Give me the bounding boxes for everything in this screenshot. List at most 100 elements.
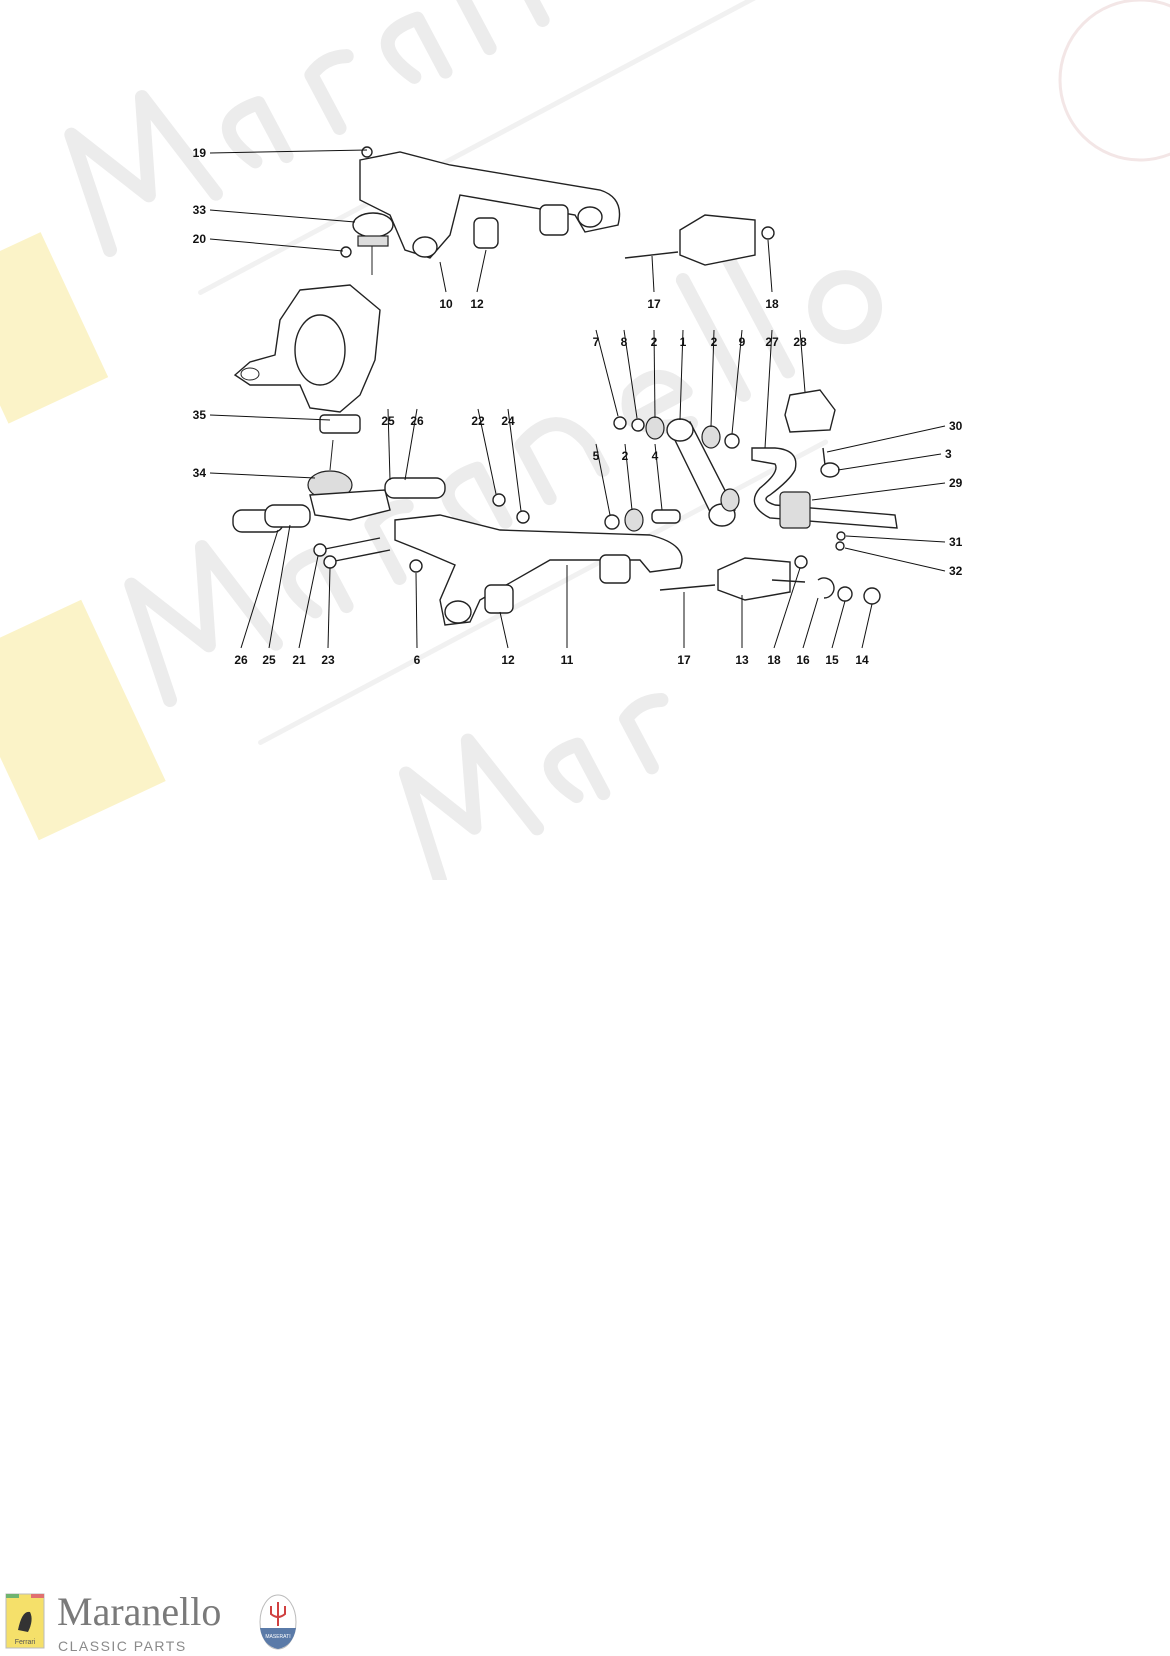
callout-number: 8: [621, 335, 628, 349]
watermark-brand-graphic: [64, 0, 823, 295]
nut-22: [492, 493, 506, 507]
leader-line: [802, 597, 819, 649]
leader-line: [653, 329, 656, 419]
brand-subtitle: CLASSIC PARTS: [58, 1638, 187, 1654]
ball-joint-stud: [329, 439, 334, 471]
bushing: [599, 554, 631, 584]
callout-26: 26: [234, 529, 279, 667]
leader-line: [209, 149, 368, 154]
clamp-28: [784, 389, 836, 433]
nut-18: [794, 555, 808, 569]
bolt-17: [624, 251, 679, 259]
callout-11: 11: [561, 565, 574, 667]
leader-line: [240, 529, 279, 649]
leader-line: [764, 329, 773, 449]
leader-line: [826, 425, 946, 453]
washer-3: [820, 462, 840, 478]
screw-19: [361, 146, 373, 158]
bracket-13: [717, 557, 791, 601]
callout-number: 12: [470, 297, 484, 311]
callout-2: 2: [622, 443, 633, 511]
callout-2: 2: [710, 329, 718, 428]
leader-line: [595, 329, 619, 417]
callout-10: 10: [439, 261, 453, 311]
callout-28: 28: [793, 329, 807, 393]
nut-20: [340, 246, 352, 258]
bolt-21: [319, 537, 381, 551]
callout-number: 4: [652, 449, 659, 463]
callout-number: 17: [647, 297, 661, 311]
callout-number: 16: [796, 653, 810, 667]
callout-number: 23: [321, 653, 335, 667]
callout-number: 2: [622, 449, 629, 463]
lower-mount-35: [319, 414, 361, 434]
callout-number: 18: [767, 653, 781, 667]
ball-joint-33: [352, 212, 394, 238]
bushing-12: [473, 217, 499, 249]
callout-number: 28: [793, 335, 807, 349]
callout-number: 35: [193, 408, 207, 422]
leader-line: [209, 472, 316, 479]
callout-number: 14: [855, 653, 869, 667]
leader-line: [415, 572, 418, 649]
callout-3: 3: [837, 447, 952, 471]
callout-number: 3: [945, 447, 952, 461]
bushing-12: [484, 584, 514, 614]
maserati-badge-text: MASERATI: [265, 1634, 290, 1640]
leader-line: [439, 261, 447, 293]
leader-line: [327, 567, 331, 649]
ball-joint-knurl: [357, 235, 389, 247]
callout-number: 11: [561, 653, 574, 667]
nut-6: [409, 559, 423, 573]
callout-number: 12: [501, 653, 515, 667]
washer-32: [835, 541, 845, 551]
callout-25: 25: [262, 524, 291, 667]
ferrari-watermark-icon: [0, 232, 109, 424]
callout-22: 22: [471, 408, 497, 495]
callout-number: 30: [949, 419, 963, 433]
bracket: [679, 214, 756, 266]
maserati-logo-icon: MASERATI: [259, 1594, 297, 1650]
leader-line: [209, 209, 356, 223]
leader-line: [209, 238, 344, 252]
callout-35: 35: [193, 408, 331, 422]
callout-number: 26: [410, 414, 424, 428]
ferrari-shield-icon: Ferrari: [5, 1593, 45, 1649]
leader-line: [654, 443, 663, 511]
leader-line: [623, 329, 638, 419]
clip-16: [817, 577, 835, 599]
bushing: [444, 600, 472, 624]
callout-number: 34: [193, 466, 207, 480]
leader-line: [773, 567, 801, 649]
bushing: [577, 206, 603, 228]
washer-15: [837, 586, 853, 602]
bolt-17: [659, 584, 716, 591]
callout-number: 20: [193, 232, 207, 246]
leader-line: [767, 239, 773, 293]
steering-eye: [240, 367, 260, 381]
callout-8: 8: [621, 329, 638, 419]
leader-line: [811, 482, 946, 501]
callout-4: 4: [652, 443, 663, 511]
callout-12: 12: [499, 611, 515, 667]
callout-24: 24: [501, 408, 522, 512]
callout-23: 23: [321, 567, 335, 667]
callout-number: 21: [292, 653, 306, 667]
callout-number: 13: [735, 653, 749, 667]
leader-line: [844, 547, 946, 572]
callout-number: 19: [193, 146, 207, 160]
leader-line: [268, 524, 291, 649]
callout-number: 27: [765, 335, 779, 349]
callout-7: 7: [593, 329, 619, 417]
callout-number: 6: [414, 653, 421, 667]
callout-number: 15: [825, 653, 839, 667]
callout-26: 26: [404, 408, 424, 481]
callout-number: 9: [739, 335, 746, 349]
ball-joint-arm: [309, 489, 391, 521]
callout-15: 15: [825, 600, 846, 667]
callout-25: 25: [381, 408, 395, 481]
callout-number: 32: [949, 564, 963, 578]
callout-number: 18: [765, 297, 779, 311]
leader-line: [731, 329, 743, 435]
